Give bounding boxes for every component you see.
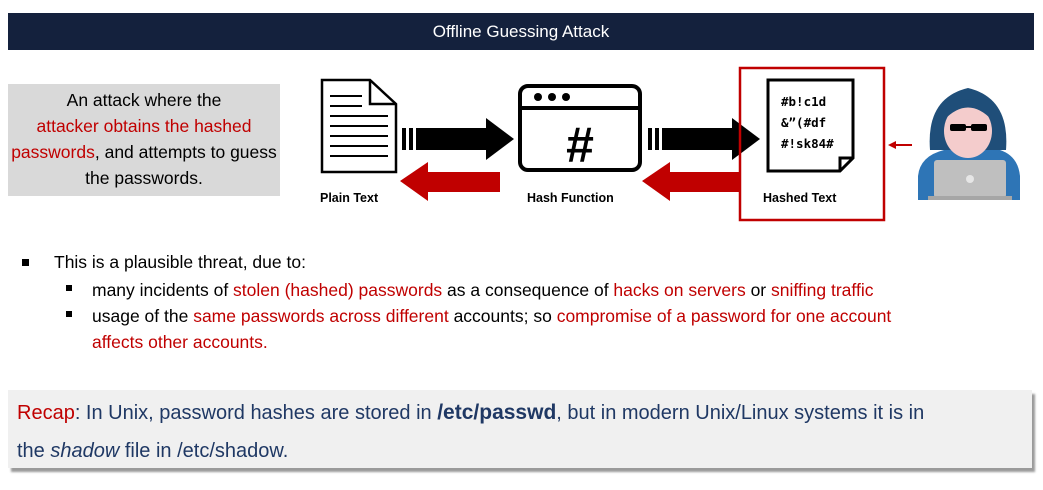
hash-symbol: # bbox=[566, 117, 594, 173]
bullet-main-text: This is a plausible threat, due to: bbox=[54, 252, 306, 272]
arrow-icon bbox=[400, 162, 500, 201]
arrow-icon bbox=[402, 118, 514, 160]
arrow-icon bbox=[648, 118, 760, 160]
hash-function-label: Hash Function bbox=[527, 191, 614, 205]
sub-bullet-2-text: usage of the same passwords across diffe… bbox=[92, 306, 892, 352]
document-icon bbox=[320, 78, 398, 174]
hashed-line-2: &”(#df bbox=[781, 115, 827, 130]
hash-diagram: # bbox=[320, 66, 1020, 222]
browser-window-icon bbox=[518, 84, 642, 172]
hashed-line-3: #!sk84# bbox=[781, 136, 834, 151]
arrow-icon bbox=[642, 162, 740, 201]
recap-box: Recap: In Unix, password hashes are stor… bbox=[8, 390, 1032, 468]
hacker-icon bbox=[918, 88, 1020, 200]
passwd-path: /etc/passwd bbox=[437, 401, 557, 424]
hashed-text-label: Hashed Text bbox=[763, 191, 837, 205]
plain-text-label: Plain Text bbox=[320, 191, 379, 205]
definition-text-2: , and attempts to guess the passwords. bbox=[85, 142, 277, 188]
definition-box: An attack where the attacker obtains the… bbox=[8, 84, 280, 196]
sub-bullet-1-text: many incidents of stolen (hashed) passwo… bbox=[92, 280, 874, 300]
slide-title: Offline Guessing Attack bbox=[8, 13, 1034, 50]
definition-highlight: attacker obtains the hashed passwords bbox=[11, 116, 252, 162]
hashed-line-1: #b!c1d bbox=[781, 94, 827, 109]
shadow-word: shadow bbox=[50, 440, 120, 462]
hashed-document-icon bbox=[766, 78, 855, 173]
definition-text-1: An attack where the bbox=[66, 90, 222, 110]
bullet-square-icon bbox=[66, 311, 72, 317]
arrow-icon bbox=[888, 141, 912, 149]
recap-label: Recap bbox=[17, 402, 75, 424]
bullet-square-icon bbox=[22, 259, 29, 266]
hashed-text-highlight-box bbox=[738, 66, 886, 222]
bullet-square-icon bbox=[66, 285, 72, 291]
